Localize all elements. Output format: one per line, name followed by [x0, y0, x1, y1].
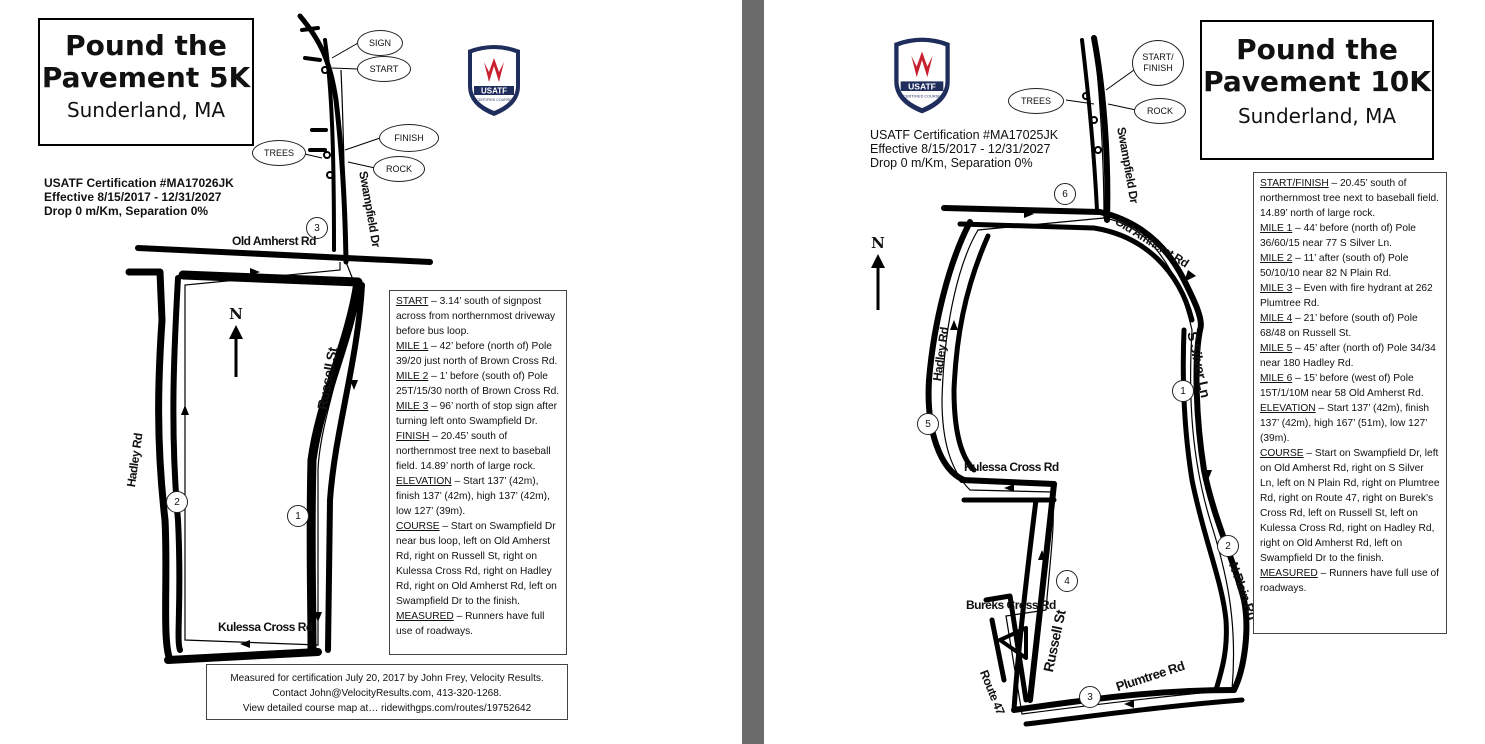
note-mile-1: MILE 1 – 44’ before (north of) Pole 36/6…	[1260, 223, 1416, 249]
badge-name: USATF	[481, 87, 507, 96]
badge-name: USATF	[908, 81, 936, 91]
location: Sunderland, MA	[1237, 104, 1397, 129]
footer-contact: Contact John@VelocityResults.com, 413-32…	[272, 688, 502, 699]
badge-subtitle: CERTIFIED COURSE	[903, 94, 941, 98]
note-mile-2: MILE 2 – 11’ after (south of) Pole 50/10…	[1260, 253, 1409, 279]
mile-marker-1: 1	[287, 505, 309, 527]
title-line-1: Pound the	[65, 29, 227, 62]
usatf-badge-icon: USATF CERTIFIED COURSE	[468, 45, 520, 116]
certification-block-5k: USATF Certification #MA17026JK Effective…	[44, 176, 234, 218]
badge-subtitle: CERTIFIED COURSE	[476, 98, 512, 102]
road-label-old-amherst: Old Amherst Rd	[232, 234, 316, 248]
mile-marker-3: 3	[306, 217, 328, 239]
note-elevation: ELEVATION – Start 137’ (42m), finish 137…	[396, 476, 550, 517]
callout-sign: SIGN	[357, 30, 403, 56]
note-mile-3: MILE 3 – 96’ north of stop sign after tu…	[396, 401, 558, 427]
note-course: COURSE – Start on Swampfield Dr, left on…	[1260, 448, 1440, 564]
north-label: N	[229, 305, 243, 323]
page-divider	[742, 0, 764, 744]
note-measured: MEASURED – Runners have full use of road…	[1260, 568, 1439, 594]
title-line-2: Pavement 5K	[41, 61, 251, 95]
note-finish: FINISH – 20.45’ south of northernmost tr…	[396, 431, 551, 472]
north-arrow-icon	[871, 254, 885, 310]
cert-number: USATF Certification #MA17025JK	[870, 128, 1059, 142]
road-label-kulessa: Kulessa Cross Rd	[218, 620, 313, 634]
note-mile-1: MILE 1 – 42’ before (north of) Pole 39/2…	[396, 341, 558, 367]
note-measured: MEASURED – Runners have full use of road…	[396, 611, 545, 637]
route-map-5k	[125, 13, 433, 664]
note-elevation: ELEVATION – Start 137’ (42m), finish 137…	[1260, 403, 1430, 444]
cert-drop: Drop 0 m/Km, Separation 0%	[870, 156, 1033, 170]
callout-rock: ROCK	[373, 156, 425, 182]
callout-start-finish: START/ FINISH	[1132, 40, 1184, 86]
mile-marker-2: 2	[1217, 535, 1239, 557]
usatf-badge-icon: USATF CERTIFIED COURSE	[894, 37, 950, 114]
note-mile-3: MILE 3 – Even with fire hydrant at 262 P…	[1260, 283, 1433, 309]
title-line-1: Pound the	[1236, 33, 1398, 66]
note-course: COURSE – Start on Swampfield Dr near bus…	[396, 521, 557, 607]
callout-trees: TREES	[1008, 88, 1064, 114]
note-mile-4: MILE 4 – 21’ before (south of) Pole 68/4…	[1260, 313, 1418, 339]
mile-marker-4: 4	[1056, 570, 1078, 592]
measurement-footer: Measured for certification July 20, 2017…	[206, 664, 568, 720]
title-line-2: Pavement 10K	[1203, 65, 1431, 99]
course-notes-5k: START – 3.14’ south of signpost across f…	[389, 290, 567, 655]
route-map-10k	[925, 35, 1250, 727]
title-box-10k: Pound the Pavement 10K Sunderland, MA	[1200, 20, 1434, 160]
note-mile-2: MILE 2 – 1’ before (south of) Pole 25T/1…	[396, 371, 560, 397]
footer-measured: Measured for certification July 20, 2017…	[230, 673, 544, 684]
note-start-finish: START/FINISH – 20.45’ south of northernm…	[1260, 178, 1439, 219]
note-mile-5: MILE 5 – 45’ after (north of) Pole 34/34…	[1260, 343, 1436, 369]
callout-trees: TREES	[252, 140, 306, 166]
callout-start: START	[357, 56, 411, 82]
road-label-bureks: Bureks Cross Rd	[966, 598, 1056, 612]
map-10k: USATF CERTIFIED COURSE Pound the Pavemen…	[764, 0, 1485, 744]
cert-effective: Effective 8/15/2017 - 12/31/2027	[870, 142, 1051, 156]
note-start: START – 3.14’ south of signpost across f…	[396, 296, 556, 337]
mile-marker-2: 2	[166, 491, 188, 513]
cert-effective: Effective 8/15/2017 - 12/31/2027	[44, 190, 222, 204]
callout-finish: FINISH	[379, 124, 439, 152]
north-arrow-5k: N	[226, 305, 246, 379]
footer-link[interactable]: View detailed course map at… ridewithgps…	[242, 703, 532, 714]
mile-marker-6: 6	[1054, 183, 1076, 205]
mile-marker-5: 5	[917, 413, 939, 435]
note-mile-6: MILE 6 – 15’ before (west of) Pole 15T/1…	[1260, 373, 1424, 399]
certification-block-10k: USATF Certification #MA17025JK Effective…	[870, 128, 1058, 170]
cert-drop: Drop 0 m/Km, Separation 0%	[44, 204, 209, 218]
mile-marker-3: 3	[1079, 686, 1101, 708]
callout-rock: ROCK	[1134, 98, 1186, 124]
north-label: N	[871, 234, 885, 252]
north-arrow-icon	[229, 325, 243, 377]
title-box-5k: Pound the Pavement 5K Sunderland, MA	[38, 18, 254, 146]
north-arrow-10k: N	[868, 234, 888, 312]
location: Sunderland, MA	[66, 98, 226, 123]
course-notes-10k: START/FINISH – 20.45’ south of northernm…	[1253, 172, 1447, 634]
road-label-kulessa: Kulessa Cross Rd	[964, 460, 1059, 474]
cert-number: USATF Certification #MA17026JK	[44, 176, 234, 190]
mile-marker-1: 1	[1172, 380, 1194, 402]
map-5k: Pound the Pavement 5K Sunderland, MA USA…	[0, 0, 742, 744]
